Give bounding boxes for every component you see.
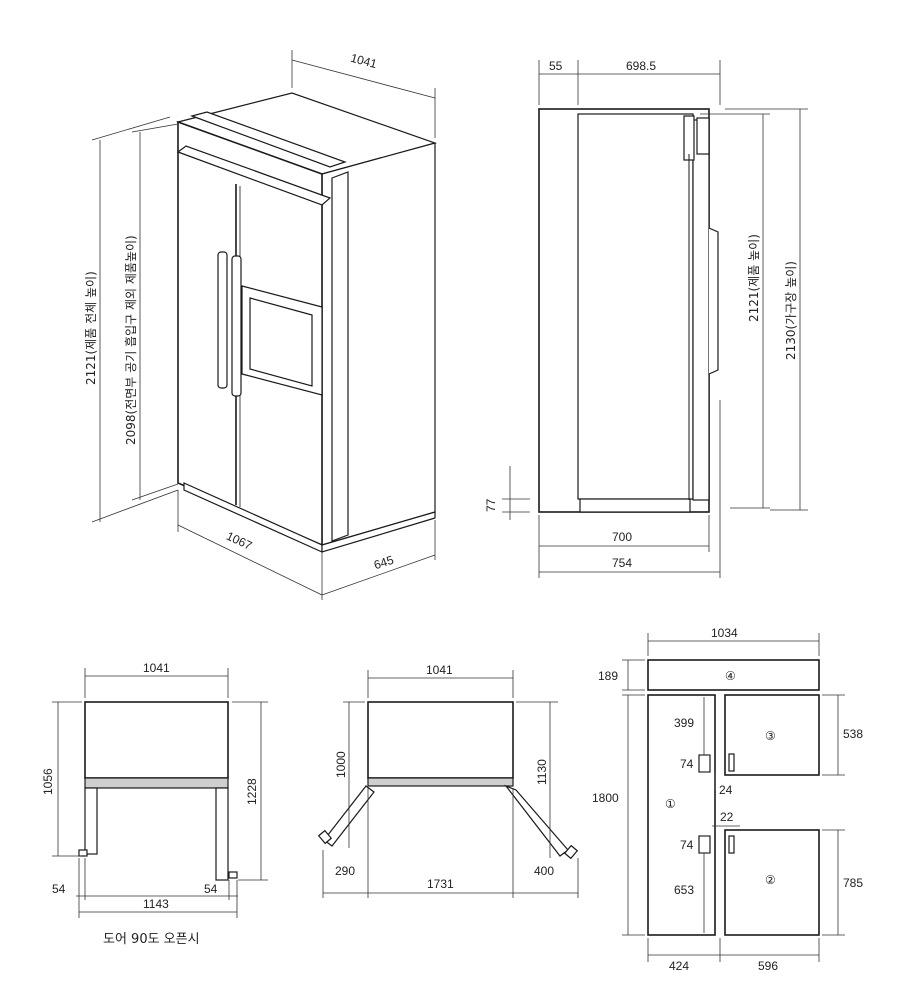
dim-height-front-label: 2098(전면부 공기 흡입구 제외 제품높이): [124, 235, 138, 445]
dim-layout-handle-upper: 74: [680, 757, 694, 771]
dim-depth-label: 645: [372, 553, 396, 573]
dim-layout-door2-height-label: 785: [843, 876, 863, 890]
dim-height-front: 2098(전면부 공기 흡입구 제외 제품높이): [124, 123, 179, 501]
door90-door-edge: [84, 777, 229, 789]
dim-dooropen-width-label: 1041: [426, 663, 453, 677]
iso-left-handle: [217, 251, 228, 389]
dim-layout-handle-gap-a: 24: [719, 783, 733, 797]
dim-door90-total-height-label: 1228: [245, 778, 259, 805]
dim-dooropen-right-height: 1130: [516, 701, 558, 858]
dim-layout-left-width: 424: [669, 959, 689, 973]
dim-layout-door3-height: 538: [822, 694, 863, 776]
dim-door90-width: 1041: [84, 661, 229, 698]
dim-side-top-offset: 55: [549, 59, 563, 73]
dim-door90-left-offset: 54: [52, 882, 66, 896]
dim-top-width-label: 1041: [349, 51, 379, 72]
door-90-caption: 도어 90도 오픈시: [103, 932, 200, 947]
door90-right-door: [215, 787, 229, 881]
dim-door90-total-width: 1143: [143, 897, 169, 911]
dim-dooropen-width: 1041: [367, 663, 514, 698]
dim-layout-top-width: 1034: [647, 626, 820, 656]
dim-height-total: 2121(제품 전체 높이): [84, 116, 179, 523]
dim-side-product-height-label: 2121(제품 높이): [747, 234, 761, 322]
iso-dispenser-window: [249, 297, 313, 387]
dim-dooropen-right-swing: 400: [534, 864, 554, 878]
iso-top-lip: [190, 111, 347, 168]
side-body: [577, 113, 694, 500]
door90-left-door: [84, 787, 98, 855]
door-layout-view: ④ ① ③ ② 1034 189 1800: [592, 626, 863, 973]
dim-layout-left-height: 1800: [592, 694, 645, 936]
layout-panel-4: [647, 659, 820, 691]
isometric-view: 1041 1067 645 2121(제품 전체 높이) 2098(전면부 공: [84, 50, 438, 600]
dim-side-base: 77: [484, 466, 530, 520]
dim-layout-top-height-label: 189: [598, 669, 618, 683]
dim-side-base-label: 77: [484, 498, 498, 512]
dim-side-bottom: 700 754: [538, 400, 721, 578]
side-door: [692, 119, 710, 501]
layout-marker-1: ①: [665, 797, 676, 811]
dim-door90-body-height: 1056: [41, 701, 82, 857]
dim-layout-door2-height: 785: [822, 829, 863, 936]
dim-door90-bottom: 54 54 1143: [52, 858, 238, 918]
dim-layout-lower-gap: 653: [674, 883, 694, 897]
dim-layout-bottom-widths: 424 596: [647, 938, 820, 973]
door-90-view: 1041 1056 1228 54 54 1143: [41, 661, 268, 918]
dim-layout-handle-gap-b: 22: [720, 810, 734, 824]
layout-marker-3: ③: [765, 729, 776, 743]
dim-height-total-label: 2121(제품 전체 높이): [84, 271, 98, 385]
dim-door90-total-height: 1228: [232, 701, 268, 881]
dim-layout-door3-height-label: 538: [843, 727, 863, 741]
layout-panel-1: [647, 694, 716, 936]
dim-depth: 645: [321, 520, 436, 596]
side-base: [579, 498, 691, 513]
dooropen-body: [367, 701, 514, 779]
dim-layout-right-width: 596: [758, 959, 778, 973]
layout-marker-4: ④: [725, 669, 736, 683]
dim-side-product-height: 2121(제품 높이): [700, 113, 770, 509]
dim-side-top-depth: 698.5: [626, 59, 656, 73]
dooropen-right-door: [504, 784, 569, 857]
dim-layout-top-height: 189: [598, 659, 645, 691]
iso-side-trim: [331, 171, 349, 542]
dooropen-door-edge: [367, 777, 514, 787]
dim-layout-left-height-label: 1800: [592, 791, 619, 805]
dim-dooropen-left-height-label: 1000: [334, 751, 348, 778]
dim-layout-inner: 399 74 24 22 74 653: [674, 697, 740, 933]
layout-panel-3: [724, 694, 820, 776]
dim-layout-top-width-label: 1034: [711, 626, 738, 640]
door90-body: [84, 701, 229, 779]
dim-dooropen-left-height: 1000: [334, 701, 365, 848]
dim-door90-width-label: 1041: [143, 661, 170, 675]
layout-handle-lower: [698, 835, 711, 854]
dim-door90-body-height-label: 1056: [41, 768, 55, 795]
dim-door90-right-offset: 54: [204, 882, 218, 896]
layout-marker-2: ②: [765, 873, 776, 887]
dim-side-top: 55 698.5: [538, 59, 721, 105]
dim-layout-handle-lower: 74: [680, 838, 694, 852]
iso-top-band: [176, 145, 332, 206]
door-open-view: 1041 1000 1130 290 1731 400: [317, 663, 579, 898]
dim-layout-upper-gap: 399: [674, 716, 694, 730]
dim-dooropen-bottom: 290 1731 400: [322, 788, 579, 898]
dim-dooropen-right-height-label: 1130: [535, 759, 549, 785]
dim-side-body-depth: 700: [612, 530, 632, 544]
dim-top-width: 1041: [291, 50, 436, 138]
layout-handle-upper: [698, 754, 711, 773]
dim-side-total-depth: 754: [612, 556, 632, 570]
dim-dooropen-center-span: 1731: [427, 877, 454, 891]
iso-right-handle: [231, 255, 242, 397]
side-view: 55 698.5 700 754 77 2121(제품 높이): [484, 59, 808, 578]
layout-panel-2: [724, 829, 820, 936]
dim-side-cabinet-height-label: 2130(가구장 높이): [784, 261, 798, 360]
dim-side-cabinet-height: 2130(가구장 높이): [725, 108, 808, 511]
dim-dooropen-left-swing: 290: [335, 864, 355, 878]
side-handle: [708, 227, 719, 375]
